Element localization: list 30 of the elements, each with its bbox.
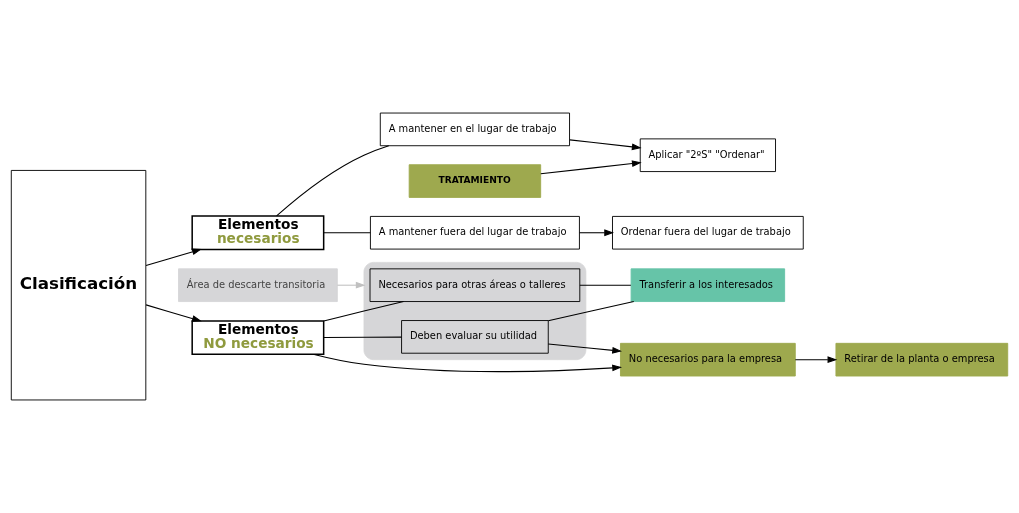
connector [579, 284, 632, 286]
arrow [569, 139, 642, 151]
cluster [363, 262, 587, 361]
arrow [313, 353, 622, 373]
node-box: Necesarios para otras áreas o talleres [369, 268, 581, 302]
connector [323, 301, 405, 322]
node-box: A mantener fuera del lugar de trabajo [369, 215, 580, 250]
arrow [547, 343, 622, 354]
node-box: Área de descarte transitoria [178, 268, 338, 302]
connector [547, 301, 635, 322]
node-box: Deben evaluar su utilidad [401, 320, 549, 354]
connector [323, 336, 402, 338]
node-box: TRATAMIENTO [408, 164, 542, 198]
node-box: Elementos necesarios [191, 215, 325, 251]
arrow [579, 229, 614, 237]
arrow [794, 356, 838, 364]
node-box: Aplicar "2ºS" "Ordenar" [639, 138, 776, 172]
node-box: Elementos NO necesarios [191, 320, 325, 356]
node-box: Ordenar fuera del lugar de trabajo [612, 215, 804, 250]
node-box: Transferir a los interesados [630, 268, 786, 302]
node-box: Retirar de la planta o empresa [835, 342, 1009, 377]
arrow [336, 281, 366, 289]
arrow [540, 160, 642, 175]
connector [323, 232, 371, 234]
arrow [145, 304, 202, 322]
arrow [145, 248, 202, 267]
node-box: A mantener en el lugar de trabajo [379, 112, 570, 147]
node-box: Clasificación [10, 169, 147, 401]
connector [276, 145, 390, 217]
node-box: No necesarios para la empresa [620, 342, 796, 377]
